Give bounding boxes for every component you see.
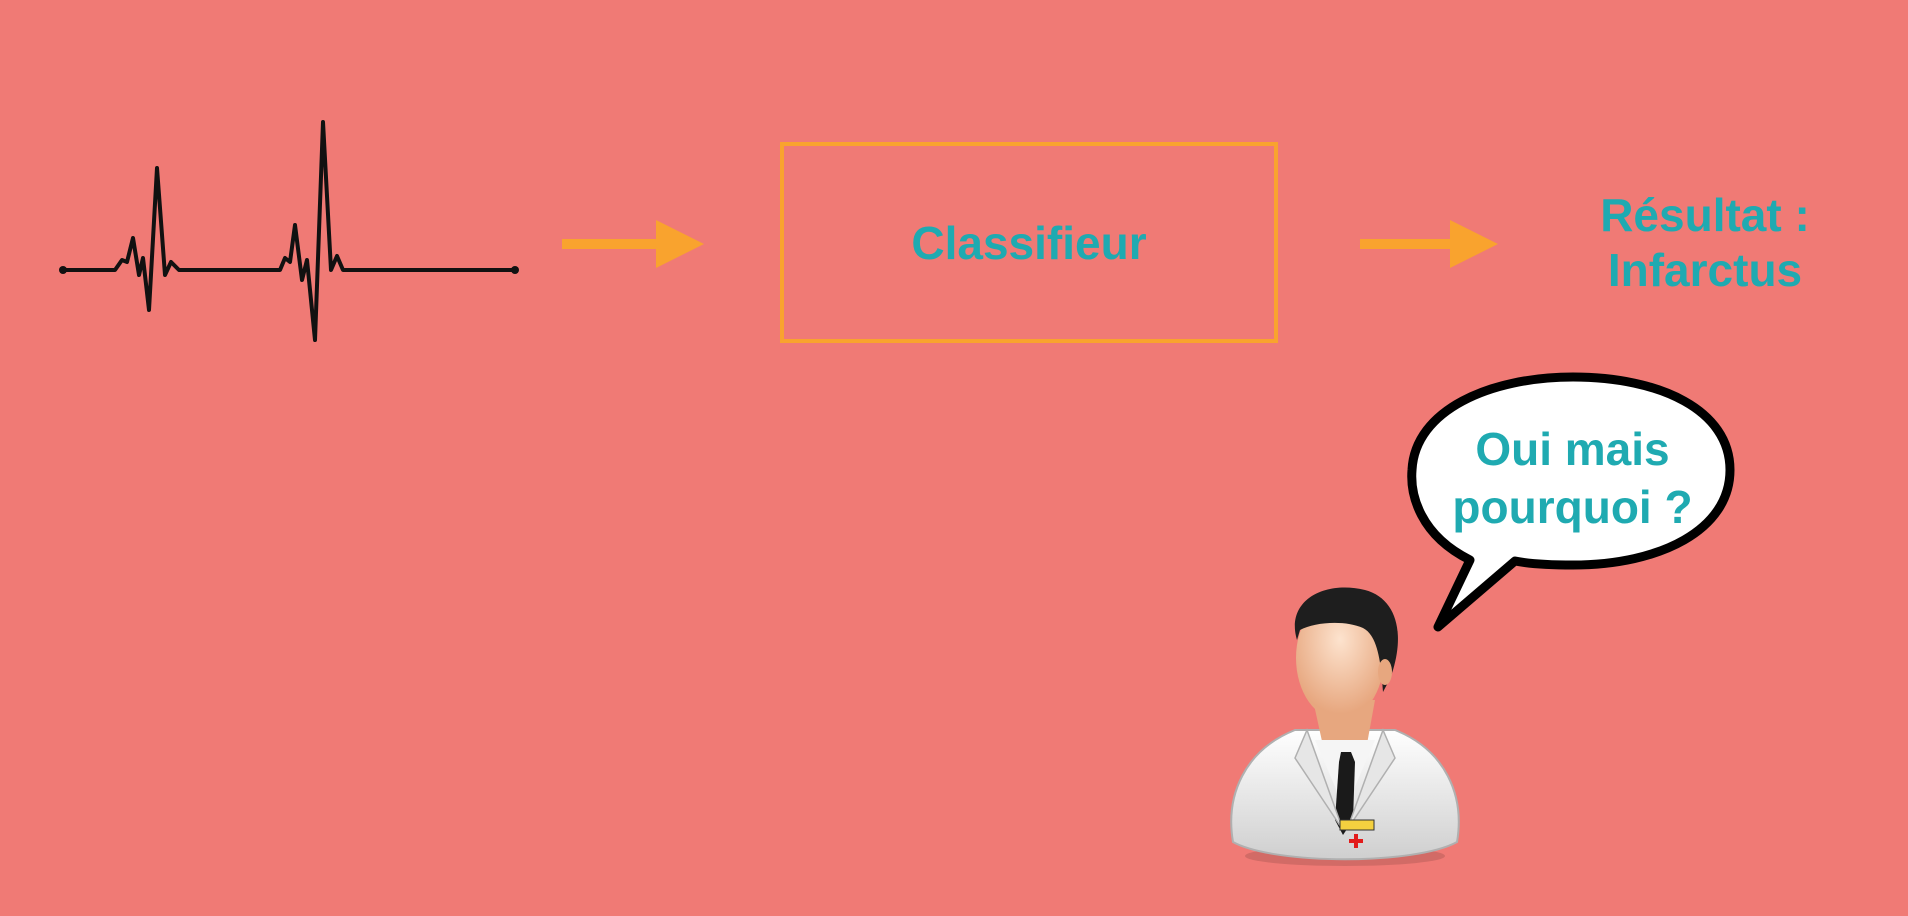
speech-line-1: Oui mais (1475, 423, 1670, 475)
arrow-right-icon (562, 220, 704, 268)
classifier-box: Classifieur (780, 142, 1278, 343)
result-text: Résultat : Infarctus (1560, 188, 1850, 298)
speech-bubble (1407, 372, 1735, 632)
result-value: Infarctus (1607, 244, 1803, 296)
arrow-right-icon (1360, 220, 1498, 268)
doctor-icon (1230, 587, 1460, 866)
result-label: Résultat : (1600, 189, 1810, 241)
speech-text: Oui mais pourquoi ? (1415, 420, 1730, 536)
classifier-label: Classifieur (911, 216, 1147, 269)
ecg-waveform-icon (59, 120, 519, 342)
speech-line-2: pourquoi ? (1452, 481, 1693, 533)
